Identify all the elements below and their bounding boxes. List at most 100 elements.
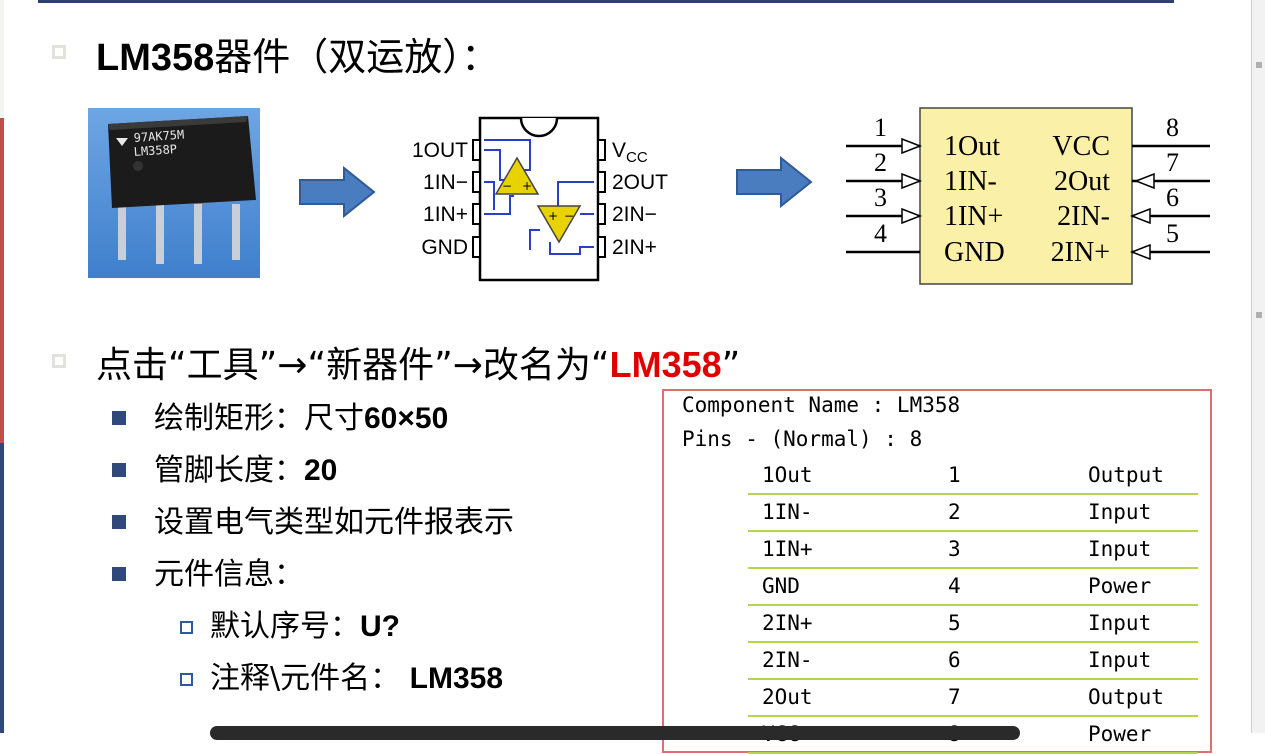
vcc-subscript: CC <box>626 149 648 166</box>
bullet-square-icon <box>112 463 126 477</box>
pin-label-vcc: VCC <box>612 139 648 166</box>
pin-input-marker <box>1129 243 1151 261</box>
pin-number-5: 5 <box>1166 219 1179 248</box>
report-pin-number: 3 <box>948 537 961 561</box>
report-pin-type: Input <box>1088 537 1152 561</box>
heading-steps-close-quote: ” <box>721 345 741 386</box>
list-item: 管脚长度：20 <box>154 445 337 489</box>
report-pin-number: 5 <box>948 611 961 635</box>
symbol-label-1in-plus: 1IN+ <box>944 201 1003 232</box>
report-row-divider <box>748 715 1198 717</box>
list-item-value: 20 <box>304 454 338 487</box>
pin-input-marker <box>901 207 923 225</box>
left-accent-red <box>0 118 4 443</box>
opamp-1-icon <box>494 156 540 195</box>
pin-label-2in-minus: 2IN− <box>612 203 657 226</box>
pin-label-1in-minus: 1IN− <box>423 171 468 194</box>
sub-list-item-value: LM358 <box>409 662 504 695</box>
report-row-divider <box>748 678 1198 680</box>
pin-input-marker <box>1129 207 1151 225</box>
list-item-text: 管脚长度： <box>154 453 304 488</box>
heading-steps-text: 点击“工具”→“新器件”→改名为“ <box>96 345 610 386</box>
report-pin-number: 2 <box>948 500 961 524</box>
bullet-square-icon <box>112 411 126 425</box>
symbol-label-2in-minus: 2IN- <box>1057 201 1110 232</box>
sub-list-item-value: U? <box>360 610 400 643</box>
list-item: 元件信息： <box>154 557 304 592</box>
report-row-divider <box>748 604 1198 606</box>
report-pin-name: 2IN+ <box>762 611 813 635</box>
report-pin-type: Input <box>1088 611 1152 635</box>
sub-list-item-text: 默认序号： <box>210 609 360 644</box>
report-row-divider <box>748 641 1198 643</box>
lm358-pinout-diagram: − + + − 1OUT 1IN− 1IN+ GND VCC 2OUT 2IN−… <box>412 116 668 282</box>
left-accent-blue <box>0 443 4 733</box>
vertical-scrollbar[interactable] <box>1251 0 1265 733</box>
pin-output-marker <box>1133 172 1155 190</box>
list-item-text: 绘制矩形：尺寸 <box>154 401 364 436</box>
opamp-minus: − <box>502 179 512 193</box>
report-pin-count: Pins - (Normal) : 8 <box>682 427 923 451</box>
report-pin-number: 1 <box>948 463 961 487</box>
pin-number-4: 4 <box>874 219 887 248</box>
report-pin-name: 1Out <box>762 463 813 487</box>
chip-marking-line2: LM358P <box>133 142 177 159</box>
sub-list-item: 默认序号：U? <box>210 601 400 645</box>
report-pin-name: 2Out <box>762 685 813 709</box>
bottom-toolbar[interactable] <box>210 726 1020 740</box>
report-pin-name: 1IN+ <box>762 537 813 561</box>
opamp-plus: + <box>522 179 532 193</box>
opamp-plus: + <box>548 209 558 223</box>
scroll-marker <box>1256 312 1262 318</box>
report-pin-name: GND <box>762 574 800 598</box>
report-pin-type: Output <box>1088 463 1164 487</box>
vcc-main: V <box>612 139 626 162</box>
report-pin-type: Input <box>1088 500 1152 524</box>
right-arrow-icon <box>736 156 813 208</box>
symbol-body <box>919 107 1133 285</box>
report-row-divider <box>748 493 1198 495</box>
sub-list-item: 注释\元件名： LM358 <box>210 653 503 697</box>
symbol-label-1in-minus: 1IN- <box>944 166 997 197</box>
pin-number-1: 1 <box>874 113 887 142</box>
pin-label-2in-plus: 2IN+ <box>612 236 657 259</box>
heading-steps-highlight: LM358 <box>609 344 722 385</box>
pin-output-marker <box>901 137 923 155</box>
scroll-marker <box>1256 62 1262 68</box>
lm358-schematic-symbol: 1 2 3 4 8 7 6 5 1Out 1IN- 1IN+ GND VCC 2… <box>846 107 1210 285</box>
left-accent-top <box>0 0 4 118</box>
report-pin-number: 4 <box>948 574 961 598</box>
list-item-value: 60×50 <box>364 402 449 435</box>
chip-pin <box>194 204 202 264</box>
pin-label-gnd: GND <box>421 236 468 259</box>
list-item: 设置电气类型如元件报表示 <box>154 505 514 540</box>
bullet-square-icon <box>112 515 126 529</box>
right-arrow-icon <box>299 166 376 218</box>
pin-number-7: 7 <box>1166 148 1179 177</box>
symbol-label-vcc: VCC <box>1052 131 1110 162</box>
pin-input-marker <box>901 172 923 190</box>
heading-part-number: LM358 <box>96 37 215 79</box>
report-pin-type: Power <box>1088 574 1152 598</box>
pin-number-2: 2 <box>874 148 887 177</box>
report-component-name: Component Name : LM358 <box>682 393 961 417</box>
pin-number-8: 8 <box>1166 113 1179 142</box>
report-row-divider <box>748 567 1198 569</box>
report-pin-name: 1IN- <box>762 500 813 524</box>
pin-label-2out: 2OUT <box>612 171 668 194</box>
report-pin-number: 6 <box>948 648 961 672</box>
pin-label-1out: 1OUT <box>412 139 468 162</box>
dip-package-outline <box>478 116 600 282</box>
chip-pin <box>232 204 240 260</box>
sub-list-item-text: 注释\元件名： <box>210 661 401 696</box>
bullet-square-icon <box>52 45 66 59</box>
list-item: 绘制矩形：尺寸60×50 <box>154 393 448 437</box>
bullet-square-icon <box>52 354 66 368</box>
opamp-minus: − <box>564 209 574 223</box>
report-pin-name: 2IN- <box>762 648 813 672</box>
ti-logo-icon <box>116 138 128 146</box>
report-pin-number: 7 <box>948 685 961 709</box>
chip-pin <box>118 204 126 260</box>
symbol-label-2in-plus: 2IN+ <box>1051 237 1110 268</box>
heading-description: 器件（双运放）： <box>214 35 500 79</box>
